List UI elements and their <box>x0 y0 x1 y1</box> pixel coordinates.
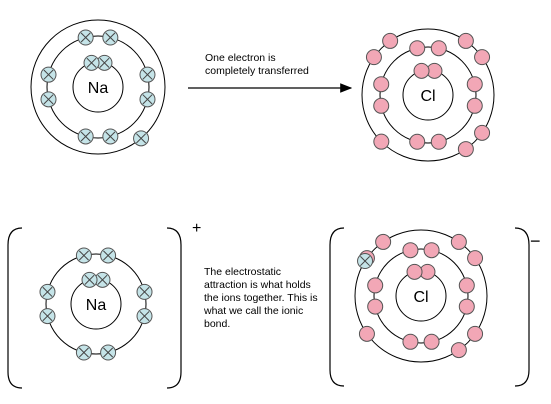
electron <box>39 283 56 300</box>
electron <box>139 66 156 83</box>
electron <box>40 91 57 108</box>
chloride-ion-symbol: Cl <box>413 289 428 306</box>
electron <box>423 242 440 259</box>
sodium-atom: Na <box>30 19 166 155</box>
electron <box>423 333 440 350</box>
ionic-bond-caption: The electrostatic attraction is what hol… <box>204 266 318 330</box>
electron <box>450 233 467 250</box>
electron <box>373 133 390 150</box>
electron <box>402 333 419 350</box>
chlorine-atom: Cl <box>361 28 495 162</box>
electron <box>458 277 475 294</box>
electron <box>402 242 419 259</box>
electron <box>83 54 100 71</box>
chloride-ion: Cl <box>354 229 488 363</box>
electron <box>373 97 390 114</box>
electron <box>373 76 390 93</box>
chloride-ion-left-bracket <box>329 227 345 387</box>
sodium-ion-symbol: Na <box>86 297 107 314</box>
chloride-ion-shell-2 <box>373 248 469 344</box>
electron <box>367 277 384 294</box>
electron <box>365 49 382 66</box>
electron <box>467 325 484 342</box>
electron <box>409 133 426 150</box>
electron <box>39 308 56 325</box>
electron <box>136 283 153 300</box>
electron <box>413 62 430 79</box>
transfer-caption-line-1: One electron is <box>205 52 276 64</box>
sodium-atom-shell-3 <box>30 19 166 155</box>
chloride-ion-charge: − <box>530 231 541 251</box>
electron <box>77 29 94 46</box>
electron <box>466 76 483 93</box>
electron <box>430 40 447 57</box>
transferred-electron <box>357 253 374 270</box>
electron <box>100 344 117 361</box>
electron <box>406 263 423 280</box>
electron <box>358 325 375 342</box>
chlorine-atom-shell-2 <box>379 46 477 144</box>
sodium-ion-charge: + <box>192 220 201 237</box>
electron <box>136 308 153 325</box>
electron <box>375 233 392 250</box>
electron <box>450 342 467 359</box>
electron <box>75 247 92 264</box>
electron <box>474 49 491 66</box>
electron <box>466 97 483 114</box>
chloride-ion-right-bracket <box>514 227 530 387</box>
electron <box>75 344 92 361</box>
chlorine-atom-symbol: Cl <box>420 88 435 105</box>
sodium-atom-shell-2 <box>46 35 150 139</box>
transfer-caption-line-2: completely transferred <box>205 65 309 77</box>
electron <box>139 91 156 108</box>
electron <box>102 29 119 46</box>
sodium-ion: Na <box>39 247 153 361</box>
chlorine-atom-shell-3 <box>361 28 495 162</box>
electron <box>457 32 474 49</box>
electron <box>133 130 150 147</box>
sodium-ion-shell-2 <box>45 253 147 355</box>
electron <box>40 66 57 83</box>
electron <box>467 250 484 267</box>
electron <box>474 124 491 141</box>
electron <box>81 271 98 288</box>
electron <box>457 141 474 158</box>
electron <box>100 247 117 264</box>
electron <box>430 133 447 150</box>
chloride-ion-shell-3 <box>354 229 488 363</box>
electron <box>409 40 426 57</box>
sodium-ion-left-bracket <box>7 227 23 389</box>
electron <box>382 32 399 49</box>
electron <box>77 128 94 145</box>
sodium-ion-right-bracket <box>166 227 182 389</box>
electron <box>367 298 384 315</box>
transfer-caption: One electron is completely transferred <box>205 52 345 78</box>
electron <box>458 298 475 315</box>
electron <box>102 128 119 145</box>
sodium-atom-symbol: Na <box>88 80 109 97</box>
